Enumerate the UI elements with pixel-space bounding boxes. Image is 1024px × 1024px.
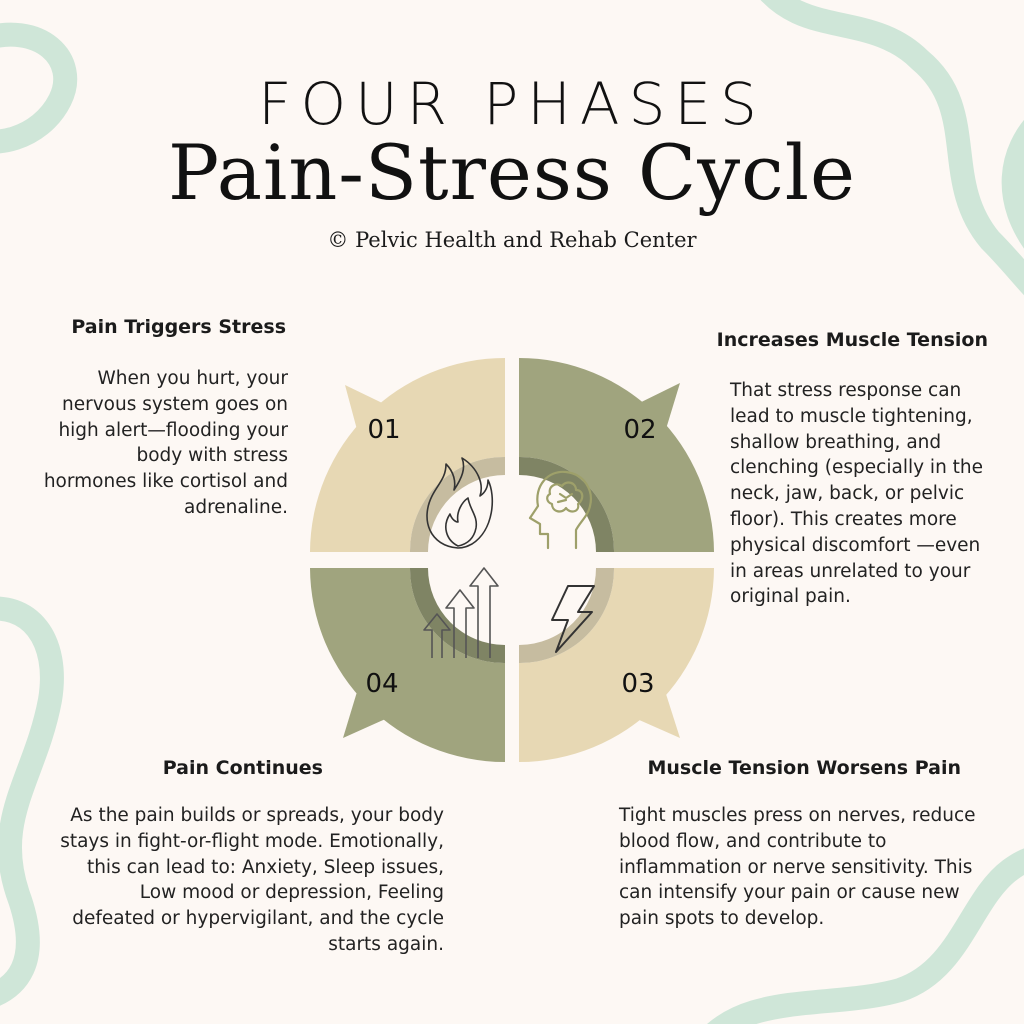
swirl-top-left	[0, 22, 78, 154]
swirl-bottom-right	[707, 848, 1024, 1024]
credit-line: © Pelvic Health and Rehab Center	[327, 228, 697, 252]
phase-number-04: 04	[365, 669, 398, 699]
phase-number-02: 02	[623, 415, 656, 445]
flame-icon	[426, 457, 494, 549]
phase-3-heading: Muscle Tension Worsens Pain	[647, 757, 961, 779]
brain-head-icon	[528, 470, 592, 550]
phase-2-heading: Increases Muscle Tension	[716, 329, 988, 351]
title-pain-stress-cycle: Pain-Stress Cycle	[168, 128, 856, 217]
phase-2-text: That stress response can lead to muscle …	[730, 380, 984, 608]
swirl-top-right-2	[1001, 120, 1024, 249]
swirl-top-right	[760, 0, 1024, 296]
ring-segment-03	[519, 568, 714, 762]
title-four-phases: FOUR PHASES	[258, 70, 766, 138]
rising-arrows-icon	[423, 567, 499, 658]
phase-3-text: Tight muscles press on nerves, reduce bl…	[619, 805, 976, 930]
phase-1-text: When you hurt, your nervous system goes …	[43, 368, 288, 518]
ring-segment-02	[519, 358, 714, 552]
phase-number-01: 01	[367, 415, 400, 445]
phase-4-heading: Pain Continues	[162, 757, 323, 779]
ring-segment-04	[310, 568, 505, 762]
phase-1-heading: Pain Triggers Stress	[71, 316, 286, 338]
swirl-left	[0, 596, 64, 1006]
phase-4-text: As the pain builds or spreads, your body…	[60, 805, 444, 955]
phase-number-03: 03	[621, 669, 654, 699]
cycle-ring: 01 02 03 04	[310, 358, 714, 762]
lightning-bolt-icon	[551, 585, 595, 653]
